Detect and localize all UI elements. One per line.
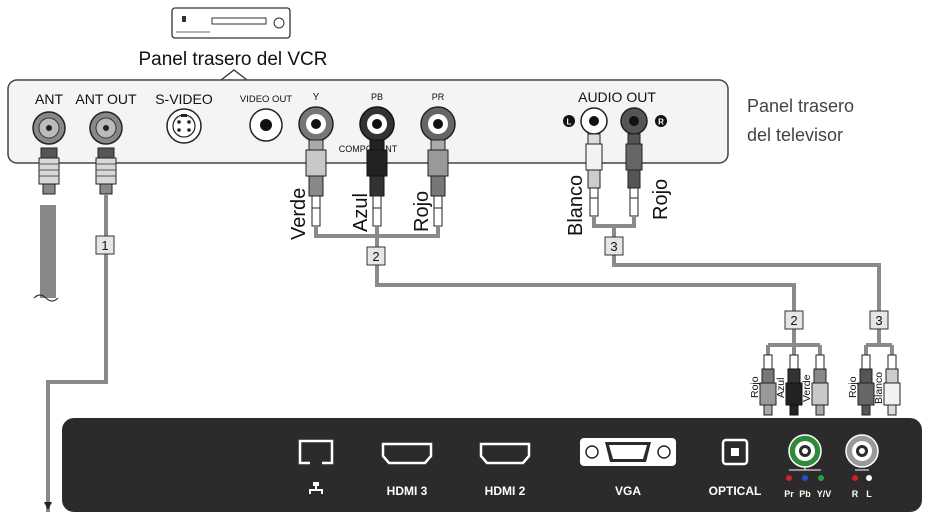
- pr-label: PR: [432, 92, 445, 102]
- azul-plug-vcr: [366, 139, 388, 227]
- hdmi-3-port: [381, 442, 433, 465]
- svg-text:3: 3: [610, 239, 617, 254]
- l-tv-label: L: [866, 489, 872, 499]
- optical-label: OPTICAL: [709, 484, 762, 498]
- lan-port: [298, 439, 334, 465]
- blanco-plug-tv: [883, 354, 901, 416]
- optical-port: [721, 438, 749, 466]
- cable-1: [46, 194, 108, 512]
- vga-label: VGA: [615, 484, 641, 498]
- rojo-audio-plug-label: Rojo: [847, 376, 859, 398]
- audio-out-label: AUDIO OUT: [578, 89, 656, 105]
- component-pb-port: [359, 106, 395, 142]
- pb-tv-label: Pb: [799, 489, 811, 499]
- rojo-plug-label: Rojo: [749, 376, 761, 398]
- ant-out-port: [89, 111, 123, 145]
- audio-out-left-port: [580, 107, 608, 135]
- tv-back-panel-label: Panel trasero: [747, 96, 854, 116]
- color-indicators: [786, 467, 872, 481]
- svg-text:3: 3: [875, 313, 882, 328]
- verde-cable-label: Verde: [288, 188, 310, 240]
- component-y-port: [298, 106, 334, 142]
- pr-tv-label: Pr: [784, 489, 794, 499]
- network-icon: [309, 482, 323, 494]
- svg-text:2: 2: [372, 249, 379, 264]
- ant-out-coax-connector: [95, 147, 117, 195]
- rojo-plug-vcr: [427, 139, 449, 227]
- component-label: COMPONENT: [339, 144, 398, 154]
- callout-2-tv: 2: [784, 310, 804, 330]
- component-pr-port: [420, 106, 456, 142]
- callout-2: 2: [366, 246, 386, 266]
- tv-back-panel-label-2: del televisor: [747, 125, 843, 145]
- cable-2: [314, 226, 822, 355]
- tv-panel: [62, 418, 922, 512]
- ant-port: [32, 111, 66, 145]
- svg-text:2: 2: [790, 313, 797, 328]
- rojo-plug-tv: [759, 354, 777, 416]
- video-out-label: VIDEO OUT: [240, 94, 292, 105]
- hdmi-2-port: [479, 442, 531, 465]
- blanco-plug-vcr: [585, 133, 603, 217]
- vcr-device-icon: [171, 7, 291, 39]
- audio-right-marker: R: [655, 115, 667, 127]
- pb-label: PB: [371, 92, 383, 102]
- ant-label: ANT: [35, 91, 63, 107]
- hdmi-2-label: HDMI 2: [485, 484, 526, 498]
- verde-plug-vcr: [305, 139, 327, 227]
- callout-3: 3: [604, 236, 624, 256]
- vga-port: [580, 438, 676, 466]
- video-out-port: [249, 108, 283, 142]
- ant-coax-connector: [33, 147, 60, 302]
- audio-in-port: [845, 434, 879, 468]
- s-video-label: S-VIDEO: [155, 91, 213, 107]
- svg-text:R: R: [658, 118, 664, 127]
- yv-tv-label: Y/V: [817, 489, 832, 499]
- vcr-panel-label: Panel trasero del VCR: [138, 49, 327, 70]
- cable-1-end: [44, 502, 52, 510]
- blanco-cable-label: Blanco: [565, 175, 587, 236]
- svg-text:L: L: [567, 118, 572, 127]
- audio-left-marker: L: [563, 115, 575, 127]
- r-tv-label: R: [852, 489, 859, 499]
- s-video-port: [166, 108, 202, 144]
- rojo-audio-plug-vcr: [625, 133, 643, 217]
- azul-plug-tv: [785, 354, 803, 416]
- arrow-up-icon: [220, 69, 248, 81]
- callout-3-tv: 3: [869, 310, 889, 330]
- callout-1: 1: [95, 235, 115, 255]
- rojo-cable-label: Rojo: [411, 191, 433, 232]
- ant-out-label: ANT OUT: [75, 91, 137, 107]
- azul-plug-label: Azul: [775, 378, 787, 398]
- svg-text:1: 1: [101, 238, 108, 253]
- blanco-plug-label: Blanco: [873, 372, 885, 404]
- rojo-audio-plug-tv: [857, 354, 875, 416]
- hdmi-3-label: HDMI 3: [387, 484, 428, 498]
- rojo-audio-cable-label: Rojo: [650, 179, 672, 220]
- verde-plug-label: Verde: [801, 374, 813, 402]
- component-in-port: [788, 434, 822, 468]
- y-label: Y: [313, 92, 320, 103]
- azul-cable-label: Azul: [350, 193, 372, 232]
- audio-out-right-port: [620, 107, 648, 135]
- cable-3: [592, 216, 894, 355]
- verde-plug-tv: [811, 354, 829, 416]
